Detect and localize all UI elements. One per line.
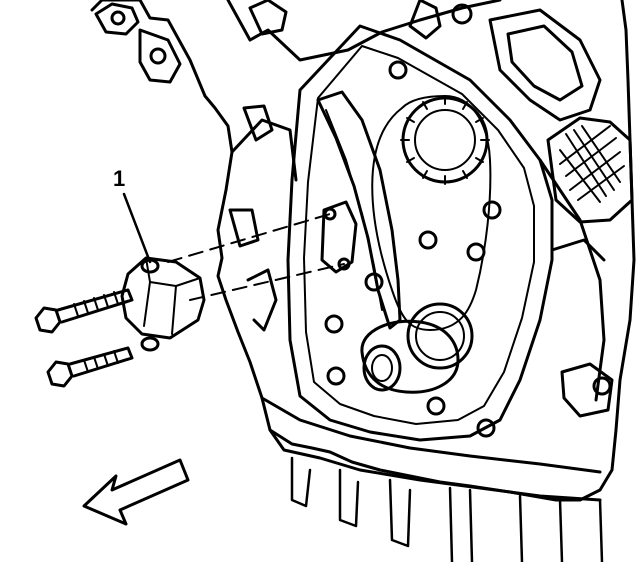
sensor-mount-hole-lower (339, 259, 349, 269)
cover-bolt-mid-left (420, 232, 436, 248)
head-boss-right (410, 0, 440, 38)
cover-bolt-bottom (428, 398, 444, 414)
left-block-edge (248, 270, 276, 330)
lower-right-boss (562, 364, 612, 416)
lower-ribs (292, 458, 602, 562)
lower-block-edge (262, 398, 600, 472)
callout-label-1: 1 (113, 166, 126, 191)
upper-left-boss (96, 4, 138, 34)
left-block-slot-lower (230, 210, 258, 246)
upper-right-cover (490, 10, 600, 120)
sensor-ear-lower (142, 338, 158, 350)
crank-snout-bore (364, 346, 400, 390)
upper-flange (140, 30, 180, 82)
crank-snout (362, 321, 458, 392)
cam-position-sensor (122, 258, 204, 350)
intake-grille (560, 126, 624, 202)
upper-left-bolt-hole (112, 12, 124, 24)
cover-bolt-right (484, 202, 500, 218)
direction-arrow-icon (84, 460, 188, 524)
engine-block-outline (92, 0, 634, 500)
callout-leader (124, 194, 150, 262)
bolt-icon-upper (36, 290, 132, 332)
crank-snout-bore-inner (372, 355, 392, 381)
cover-bolt-bottom-left (328, 368, 344, 384)
oil-pan-rail (270, 430, 600, 500)
upper-right-inner (508, 26, 582, 100)
cover-bolts (326, 62, 500, 436)
cover-bolt-left (366, 274, 382, 290)
chain-guide-inner (326, 110, 382, 310)
alignment-lines (168, 214, 344, 300)
crank-sprocket (408, 304, 472, 368)
cover-bolt-lower-left (326, 316, 342, 332)
left-block-rib (232, 120, 296, 180)
right-block-rib (552, 240, 604, 260)
cover-bolt-mid (468, 244, 484, 260)
intake-housing (548, 118, 632, 222)
timing-cover-inner-edge (304, 46, 534, 424)
cover-bolt-bottom-right (478, 420, 494, 436)
head-boss-left (250, 0, 286, 34)
cover-bolt-top (390, 62, 406, 78)
head-cover-outline (228, 0, 500, 60)
lower-right-bolt (594, 378, 610, 394)
left-block-slot (244, 106, 272, 140)
bolt-icon-lower (48, 348, 132, 386)
timing-chain (372, 96, 490, 330)
head-bolt-1 (453, 5, 471, 23)
right-block-edge (540, 160, 604, 400)
timing-cover-plate (288, 26, 552, 440)
upper-flange-hole (151, 49, 165, 63)
sensor-mount-boss (322, 202, 356, 272)
sensor-mount-hole-upper (325, 209, 335, 219)
